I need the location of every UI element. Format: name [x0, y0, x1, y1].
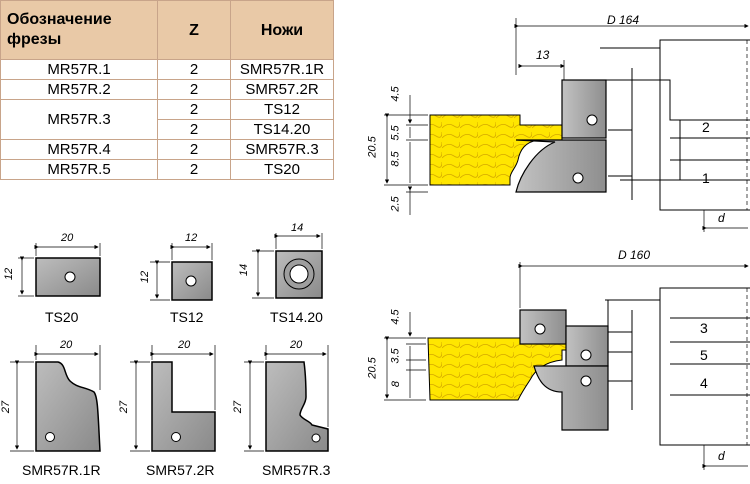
knife-ts1420	[252, 233, 323, 299]
knife-smr57r1r	[10, 345, 101, 452]
dim-ts12-width: 12	[185, 232, 198, 244]
cell-z: 2	[157, 139, 231, 160]
top-d-label: d	[718, 211, 725, 225]
cutter-spec-table: Обозначение фрезы Z Ножи MR57R.1 2 SMR57…	[0, 0, 334, 180]
bottom-position-4: 4	[700, 375, 708, 391]
cell-knives: TS12	[230, 99, 334, 120]
label-ts12: TS12	[170, 309, 204, 325]
bottom-dim-3-5: 3.5	[389, 348, 402, 364]
header-knives: Ножи	[230, 0, 334, 60]
cell-cutter: MR57R.1	[0, 59, 158, 80]
bottom-dim-20-5: 20.5	[366, 357, 379, 379]
cell-cutter: MR57R.5	[0, 159, 158, 180]
cell-z: 2	[157, 119, 231, 140]
table-row: MR57R.5 2 TS20	[0, 159, 334, 180]
cell-cutter: MR57R.4	[0, 139, 158, 160]
top-position-1: 1	[702, 170, 710, 186]
bottom-d-label: d	[718, 449, 725, 463]
knife-drawings	[10, 233, 329, 452]
bottom-position-3: 3	[700, 320, 708, 336]
cell-cutter: MR57R.3	[0, 99, 158, 140]
table-row: MR57R.4 2 SMR57R.3	[0, 139, 334, 160]
table-row: 2 TS14.20	[1, 119, 334, 140]
cell-knives: SMR57R.3	[230, 139, 334, 160]
top-position-2: 2	[702, 119, 710, 135]
table-row: MR57R.1 2 SMR57R.1R	[0, 59, 334, 80]
top-dim-2-5: 2.5	[389, 196, 402, 212]
table-row: MR57R.3 2 TS12	[0, 99, 334, 140]
dim-smr572r-height: 27	[118, 400, 131, 414]
top-dim-8-5: 8.5	[389, 151, 402, 167]
cell-knives: SMR57.2R	[230, 79, 334, 100]
knife-ts20	[18, 243, 101, 297]
cell-z: 2	[157, 79, 231, 100]
cell-knives: TS20	[230, 159, 334, 180]
dim-smr572r-width: 20	[178, 339, 191, 351]
dim-ts20-width: 20	[61, 232, 74, 244]
label-ts1420: TS14.20	[270, 309, 323, 325]
table-header-row: Обозначение фрезы Z Ножи	[0, 0, 334, 60]
knife-smr572r	[130, 345, 216, 452]
header-z: Z	[157, 0, 231, 60]
cell-cutter: MR57R.2	[0, 79, 158, 100]
header-designation: Обозначение фрезы	[0, 0, 158, 60]
dim-ts20-height: 12	[3, 267, 16, 281]
label-smr572r: SMR57.2R	[146, 462, 215, 478]
dim-ts1420-width: 14	[291, 222, 304, 234]
cell-knives: SMR57R.1R	[230, 59, 334, 80]
assembly-bottom	[384, 262, 750, 470]
label-smr57r1r: SMR57R.1R	[22, 462, 101, 478]
label-smr57r3: SMR57R.3	[262, 462, 331, 478]
dim-smr57r1r-width: 20	[60, 339, 73, 351]
top-offset-label: 13	[536, 48, 550, 62]
dim-ts12-height: 12	[139, 270, 152, 284]
bottom-diameter-label: D 160	[618, 248, 651, 262]
cell-z: 2	[157, 159, 231, 180]
dim-ts1420-height: 14	[238, 263, 251, 277]
top-diameter-label: D 164	[607, 13, 640, 27]
knife-smr57r3	[244, 345, 329, 452]
knife-ts12	[150, 243, 213, 301]
bottom-position-5: 5	[700, 347, 708, 363]
top-dim-20-5: 20.5	[366, 136, 379, 158]
dim-smr57r3-height: 27	[232, 400, 245, 414]
cell-z: 2	[157, 59, 231, 80]
dim-smr57r3-width: 20	[290, 339, 303, 351]
cell-z: 2	[157, 99, 231, 120]
label-ts20: TS20	[45, 309, 79, 325]
cutter-assembly-diagrams	[384, 18, 750, 470]
table-row: MR57R.2 2 SMR57.2R	[0, 79, 334, 100]
top-dim-4-5: 4.5	[389, 86, 402, 102]
bottom-dim-4-5: 4.5	[389, 309, 402, 325]
assembly-top	[384, 18, 750, 232]
bottom-dim-8: 8	[390, 380, 403, 388]
dim-smr57r1r-height: 27	[0, 400, 13, 414]
cell-knives: TS14.20	[230, 119, 334, 140]
top-dim-5-5: 5.5	[389, 125, 402, 141]
